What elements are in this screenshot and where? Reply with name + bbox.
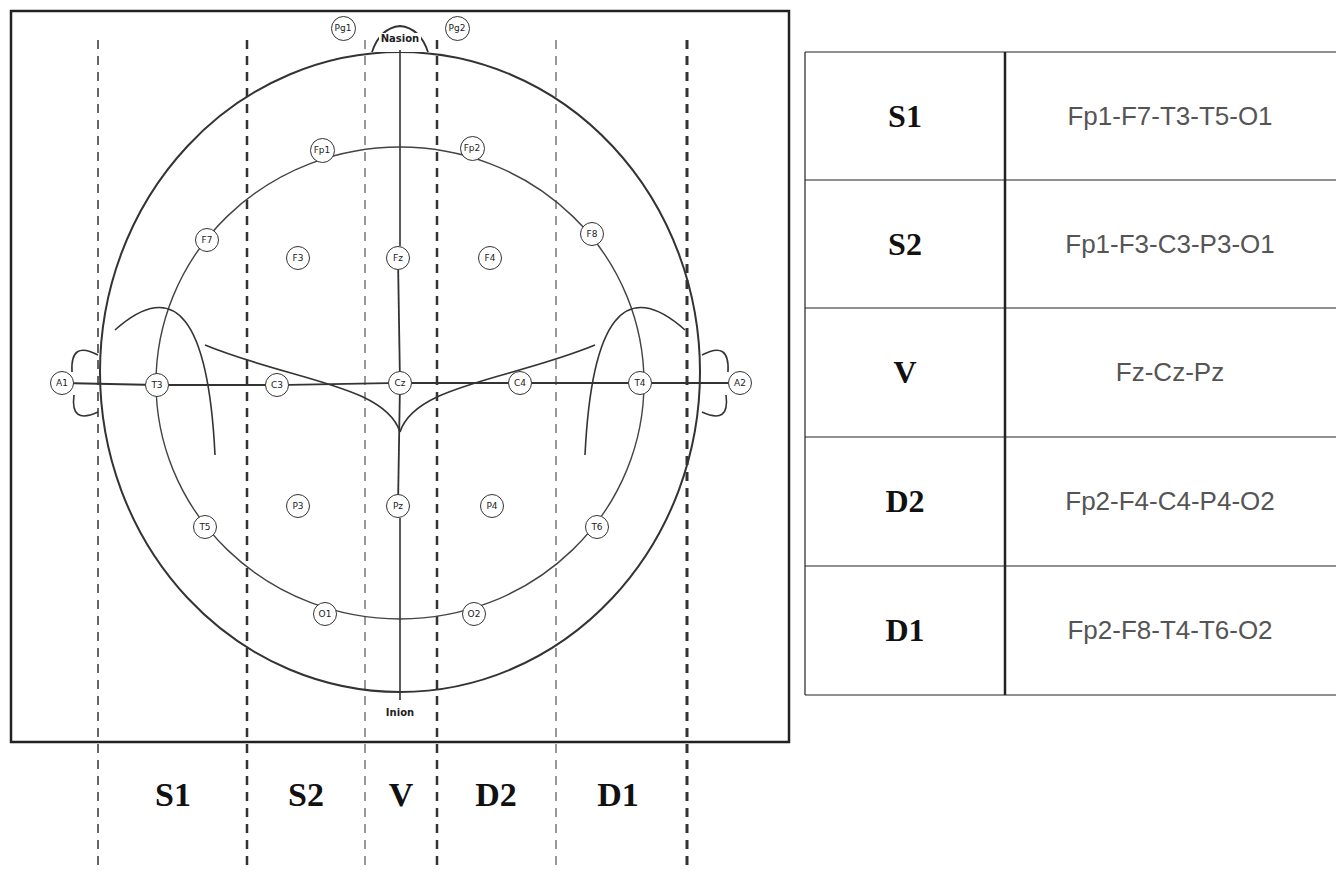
- electrode-circle: O2: [462, 602, 486, 626]
- electrode-name: Fz: [393, 253, 403, 263]
- electrode-circle: Cz: [388, 371, 412, 395]
- connector-line: [398, 270, 400, 371]
- table-key: D1: [885, 612, 924, 649]
- electrode-circle: F4: [478, 246, 502, 270]
- electrode-name: T3: [151, 380, 162, 390]
- band-label: V: [386, 776, 417, 814]
- electrode-circle: F8: [580, 222, 604, 246]
- electrode-name: P4: [486, 501, 497, 511]
- electrode-circle: Fz: [386, 246, 410, 270]
- electrode-name: A1: [56, 378, 68, 388]
- electrode-name: P3: [292, 501, 303, 511]
- band-label: S2: [285, 776, 327, 814]
- electrode-circle: C4: [508, 371, 532, 395]
- electrode-circle: F3: [286, 246, 310, 270]
- electrode-name: O2: [468, 609, 481, 619]
- connector-line: [169, 384, 265, 386]
- electrode-name: Pg2: [449, 23, 466, 33]
- frame: [11, 11, 789, 742]
- band-label: D2: [472, 776, 520, 814]
- electrode-name: T4: [634, 378, 645, 388]
- electrode-name: Pz: [393, 501, 403, 511]
- electrode-circle: Fp2: [460, 136, 485, 161]
- electrode-circle: A2: [728, 371, 752, 395]
- table-montage: Fp2-F8-T4-T6-O2: [1067, 615, 1272, 646]
- band-label: S1: [152, 776, 194, 814]
- band-label: D1: [594, 776, 642, 814]
- table-key: S2: [888, 226, 922, 263]
- guide-curves: [72, 50, 728, 700]
- electrode-circle: T6: [585, 515, 609, 539]
- table-montage: Fp1-F3-C3-P3-O1: [1065, 229, 1275, 260]
- table-grid: [805, 52, 1336, 695]
- electrode-circle: P3: [286, 494, 310, 518]
- table-montage: Fp1-F7-T3-T5-O1: [1067, 101, 1272, 132]
- electrode-name: Fp1: [314, 145, 331, 155]
- table-montage: Fp2-F4-C4-P4-O2: [1065, 486, 1275, 517]
- landmark-label: Nasion: [379, 33, 422, 44]
- table-key: V: [893, 354, 916, 391]
- electrode-name: F3: [293, 253, 304, 263]
- electrode-name: C4: [514, 378, 526, 388]
- connector-line: [412, 382, 508, 384]
- electrode-circle: A1: [50, 371, 74, 395]
- connector-line: [289, 383, 388, 385]
- connector-line: [398, 395, 400, 494]
- table-key: S1: [888, 98, 922, 135]
- connector-line: [74, 383, 145, 384]
- electrode-circle: T5: [193, 515, 217, 539]
- table-montage: Fz-Cz-Pz: [1116, 357, 1224, 388]
- electrode-name: Cz: [394, 378, 405, 388]
- landmark-label: Inion: [384, 707, 416, 718]
- connector-line: [652, 382, 728, 384]
- nose: [372, 26, 428, 52]
- electrode-circle: T4: [628, 371, 652, 395]
- band-dividers: [98, 40, 687, 871]
- electrode-circle: Fp1: [310, 138, 335, 163]
- electrode-name: T5: [199, 522, 210, 532]
- electrode-circle: T3: [145, 373, 169, 397]
- electrode-name: Pg1: [335, 23, 352, 33]
- electrode-circle: Pz: [386, 494, 410, 518]
- table-key: D2: [885, 483, 924, 520]
- electrode-name: F4: [485, 253, 496, 263]
- electrode-name: T6: [591, 522, 602, 532]
- electrode-circle: Pg2: [445, 16, 470, 41]
- electrode-name: O1: [319, 609, 332, 619]
- electrode-circle: F7: [195, 228, 219, 252]
- electrode-circle: O1: [313, 602, 337, 626]
- electrode-name: A2: [734, 378, 746, 388]
- electrode-name: F7: [202, 235, 213, 245]
- electrode-name: F8: [587, 229, 598, 239]
- electrode-circle: C3: [265, 373, 289, 397]
- electrode-circle: Pg1: [331, 16, 356, 41]
- electrode-name: C3: [271, 380, 283, 390]
- connector-line: [532, 382, 628, 384]
- electrode-circle: P4: [480, 494, 504, 518]
- electrode-name: Fp2: [464, 143, 481, 153]
